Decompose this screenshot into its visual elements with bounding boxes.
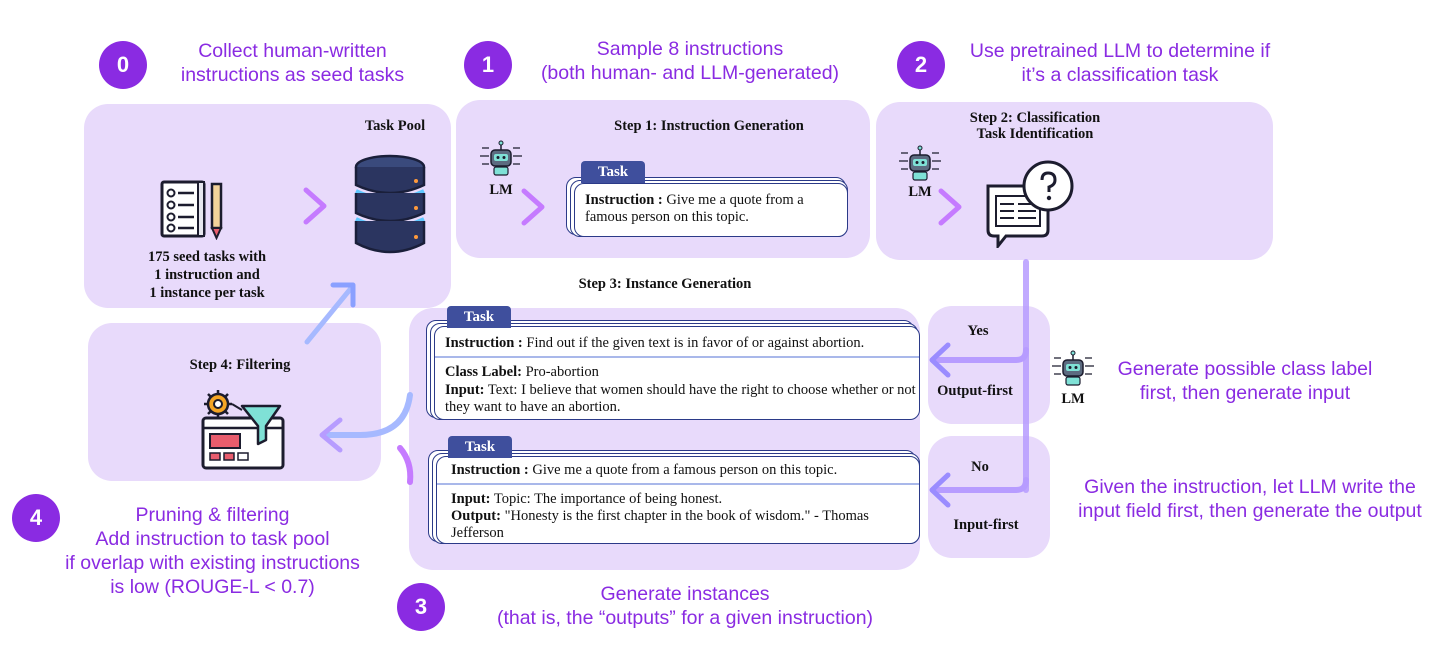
step1-lm-label: LM — [489, 182, 513, 198]
step0-caption-line: Collect human-written — [198, 40, 387, 62]
arrow-step1-to-step2 — [877, 188, 962, 226]
output-first-label: Output-first — [937, 383, 1013, 399]
step3-task-card-a: Instruction : Find out if the given text… — [434, 326, 920, 420]
step2-caption-line: Use pretrained LLM to determine if — [969, 40, 1271, 62]
database-icon — [352, 153, 428, 269]
step3-title: Step 3: Instance Generation — [578, 276, 752, 292]
instruction-text: Give me a quote from a famous person on … — [585, 192, 804, 225]
no-label: No — [971, 459, 989, 475]
yes-note-line: first, then generate input — [1139, 382, 1351, 404]
step2-panel — [876, 102, 1273, 260]
step-number-0: 0 — [99, 41, 147, 89]
step3-caption-line: (that is, the “outputs” for a given inst… — [496, 607, 874, 629]
arrow-step3-to-step4 — [319, 392, 414, 485]
output-key: Output: — [451, 508, 501, 524]
input-text: Topic: The importance of being honest. — [490, 491, 723, 507]
step4-caption-line: if overlap with existing instructions — [65, 552, 360, 574]
step1-instruction: Instruction : Give me a quote from a fam… — [585, 192, 840, 226]
card-divider — [435, 356, 919, 358]
step-number-3: 3 — [397, 583, 445, 631]
card-a-class-label: Class Label: Pro-abortion — [445, 364, 915, 381]
step3-caption: Generate instances (that is, the “output… — [470, 582, 900, 630]
step4-caption-line: Add instruction to task pool — [95, 528, 330, 550]
card-b-output: Output: "Honesty is the first chapter in… — [451, 508, 916, 542]
input-key: Input: — [445, 382, 485, 398]
input-first-label: Input-first — [953, 517, 1019, 533]
task-pool-title: Task Pool — [364, 118, 426, 134]
step1-caption-line: (both human- and LLM-generated) — [540, 62, 840, 84]
card-b-input: Input: Topic: The importance of being ho… — [451, 491, 916, 508]
question-screen-icon — [984, 160, 1080, 252]
yes-note: Generate possible class label first, the… — [1100, 357, 1390, 405]
step4-caption-line: Pruning & filtering — [135, 504, 290, 526]
step4-caption-line: is low (ROUGE-L < 0.7) — [110, 576, 315, 598]
step2-caption-line: it’s a classification task — [1021, 64, 1219, 86]
robot-icon — [478, 140, 524, 184]
arrow-seed-to-pool — [246, 187, 327, 225]
card-a-instruction: Instruction : Find out if the given text… — [445, 335, 915, 352]
input-text: Text: I believe that women should have t… — [445, 382, 916, 415]
step2-caption: Use pretrained LLM to determine if it’s … — [945, 39, 1295, 87]
input-key: Input: — [451, 491, 491, 507]
instruction-key: Instruction : — [451, 462, 529, 478]
instruction-text: Give me a quote from a famous person on … — [528, 462, 838, 478]
no-note-line: Given the instruction, let LLM write the — [1084, 476, 1416, 498]
robot-icon — [897, 145, 943, 189]
step-number-2: 2 — [897, 41, 945, 89]
instruction-text: Find out if the given text is in favor o… — [522, 335, 865, 351]
arrow-step2-down — [929, 259, 1029, 508]
step-number-4: 4 — [12, 494, 60, 542]
checklist-icon — [158, 178, 228, 244]
step1-title: Step 1: Instruction Generation — [614, 118, 804, 134]
no-note-line: input field first, then generate the out… — [1078, 500, 1422, 522]
arrow-pool-to-step1 — [460, 188, 545, 226]
seed-line: 1 instruction and — [154, 267, 260, 283]
step3-task-card-b: Instruction : Give me a quote from a fam… — [436, 456, 920, 544]
output-text: "Honesty is the first chapter in the boo… — [451, 508, 869, 541]
seed-tasks-text: 175 seed tasks with 1 instruction and 1 … — [112, 248, 302, 302]
robot-icon — [1050, 350, 1096, 394]
card-a-task-tab: Task — [447, 306, 511, 328]
filter-gear-icon — [200, 388, 286, 476]
yes-panel — [928, 306, 1050, 424]
no-note: Given the instruction, let LLM write the… — [1058, 475, 1442, 523]
step2-title-line: Step 2: Classification — [969, 110, 1101, 126]
step2-title-line: Task Identification — [976, 126, 1094, 142]
seed-line: 1 instance per task — [149, 285, 265, 301]
step2-lm-label: LM — [908, 184, 932, 200]
step4-title: Step 4: Filtering — [189, 357, 291, 373]
arrow-step4-to-pool — [304, 282, 356, 345]
no-panel — [928, 436, 1050, 558]
step1-task-tab: Task — [581, 161, 645, 183]
card-divider — [437, 483, 919, 485]
instruction-key: Instruction : — [585, 192, 663, 208]
yes-label: Yes — [967, 323, 989, 339]
step1-caption: Sample 8 instructions (both human- and L… — [515, 37, 865, 85]
step4-caption: Pruning & filtering Add instruction to t… — [45, 503, 380, 599]
card-b-task-tab: Task — [448, 436, 512, 458]
card-b-instruction: Instruction : Give me a quote from a fam… — [451, 462, 916, 479]
class-label-text: Pro-abortion — [521, 364, 599, 380]
step2-title: Step 2: Classification Task Identificati… — [960, 110, 1110, 142]
yes-note-line: Generate possible class label — [1117, 358, 1373, 380]
step3-caption-line: Generate instances — [600, 583, 770, 605]
step1-caption-line: Sample 8 instructions — [596, 38, 784, 60]
seed-line: 175 seed tasks with — [147, 249, 267, 265]
card-a-input: Input: Text: I believe that women should… — [445, 382, 917, 416]
step-number-1: 1 — [464, 41, 512, 89]
step0-caption: Collect human-written instructions as se… — [150, 39, 435, 87]
step1-task-card: Instruction : Give me a quote from a fam… — [574, 183, 848, 237]
branch-lm-label: LM — [1061, 391, 1085, 407]
step0-caption-line: instructions as seed tasks — [180, 64, 405, 86]
instruction-key: Instruction : — [445, 335, 523, 351]
class-label-key: Class Label: — [445, 364, 522, 380]
